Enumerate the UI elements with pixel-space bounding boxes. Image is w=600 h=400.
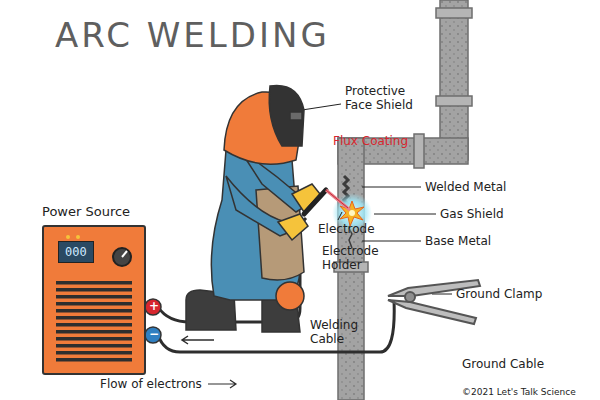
welder-figure bbox=[186, 86, 320, 333]
credit-text: ©2021 Let's Talk Science bbox=[462, 385, 576, 399]
part-label: Electrode Holder bbox=[322, 244, 392, 272]
part-label: Ground Clamp bbox=[456, 287, 556, 301]
diagram-title: ARC WELDING bbox=[55, 16, 330, 54]
flow-arrow bbox=[182, 336, 214, 344]
ground-clamp bbox=[388, 280, 480, 324]
part-label: Base Metal bbox=[425, 234, 515, 248]
flow-arrow bbox=[208, 380, 236, 388]
part-label: Flux Coating bbox=[333, 134, 423, 148]
electrode-holder bbox=[304, 190, 326, 214]
part-label: Gas Shield bbox=[440, 207, 530, 221]
part-label: Ground Cable bbox=[462, 357, 562, 371]
positive-terminal bbox=[145, 299, 161, 315]
terminal-sign: + bbox=[149, 299, 158, 313]
flow-label: Flow of electrons bbox=[100, 377, 202, 391]
display-readout: 000 bbox=[58, 241, 94, 263]
part-label: Welded Metal bbox=[425, 180, 525, 194]
negative-terminal bbox=[145, 327, 161, 343]
part-label: Welding Cable bbox=[310, 318, 370, 346]
part-label: Protective Face Shield bbox=[345, 84, 435, 112]
electrode bbox=[326, 190, 350, 210]
power-source: Power Source000 bbox=[42, 225, 146, 375]
node-heading: Power Source bbox=[42, 205, 130, 219]
leader-lines bbox=[302, 104, 452, 294]
terminal-sign: − bbox=[149, 327, 158, 341]
part-label: Electrode bbox=[318, 222, 388, 236]
